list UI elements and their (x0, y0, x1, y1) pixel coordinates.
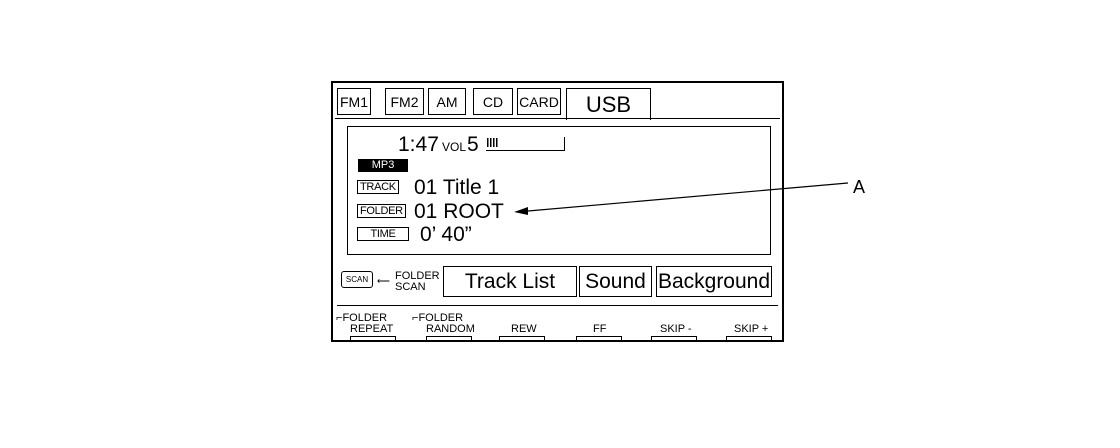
tab-fm1[interactable]: FM1 (337, 88, 371, 115)
volume-level-marks (487, 138, 498, 147)
skip-plus-button[interactable]: SKIP + (726, 324, 772, 341)
folder-value: 01 ROOT (414, 200, 504, 223)
tab-cd[interactable]: CD (473, 88, 513, 115)
folder-scan-label: FOLDER SCAN (395, 271, 440, 293)
volume-bar (486, 137, 565, 151)
track-value: 01 Title 1 (414, 176, 500, 199)
tab-label: FM1 (340, 93, 368, 110)
tab-label: FM2 (390, 93, 419, 110)
tab-fm2[interactable]: FM2 (385, 88, 424, 115)
hold-arrow-icon: ⌐ (336, 312, 343, 324)
hw-bar (350, 336, 396, 341)
hw-line1-text: FOLDER (418, 312, 464, 324)
clock: 1:47 (398, 133, 439, 156)
rew-button[interactable]: REW (499, 324, 545, 341)
volume-level-mark (487, 138, 489, 147)
hw-bar (726, 336, 772, 341)
volume-level-mark (490, 138, 492, 147)
track-tag: TRACK (357, 180, 399, 194)
volume-value: 5 (467, 133, 479, 156)
hw-label: FF (593, 323, 607, 335)
control-divider (337, 305, 778, 306)
hold-arrow-icon: ⌐ (412, 312, 419, 324)
hw-line1: ⌐FOLDER (336, 313, 396, 324)
hw-bar (499, 336, 545, 341)
folder-scan-line1: FOLDER (395, 270, 440, 282)
tab-usb[interactable]: USB (566, 88, 651, 120)
scan-label: SCAN (345, 275, 369, 284)
ff-button[interactable]: FF (576, 324, 622, 341)
track-list-label: Track List (464, 269, 556, 293)
hold-arrow-icon: ⟵ (377, 276, 390, 286)
tab-label: USB (585, 91, 632, 117)
hw-line2: REPEAT (350, 323, 394, 335)
folder-random-button[interactable]: ⌐FOLDER RANDOM (412, 313, 475, 341)
track-list-button[interactable]: Track List (443, 266, 577, 297)
hw-label: SKIP - (660, 323, 692, 335)
hw-bar (426, 336, 472, 341)
callout-label: A (853, 177, 866, 197)
volume-level-mark (496, 138, 498, 147)
background-label: Background (657, 269, 771, 293)
sound-label: Sound (585, 269, 646, 293)
time-tag: TIME (357, 227, 409, 241)
tab-label: AM (436, 93, 458, 110)
time-value: 0’ 40” (420, 223, 472, 246)
hw-line2: RANDOM (426, 323, 475, 335)
hw-line1-text: FOLDER (342, 312, 388, 324)
hw-bar (651, 336, 697, 341)
hw-label: REW (511, 323, 537, 335)
volume-label: VOL (442, 140, 467, 154)
hw-bar (576, 336, 622, 341)
background-button[interactable]: Background (656, 266, 772, 297)
tab-label: CD (482, 93, 504, 110)
tab-divider (335, 118, 780, 119)
hw-label: SKIP + (734, 323, 769, 335)
tab-am[interactable]: AM (428, 88, 466, 115)
tab-label: CARD (519, 93, 559, 110)
radio-screen-frame: FM1 FM2 AM CD CARD USB 1:47 VOL 5 MP3 TR… (331, 81, 784, 342)
scan-button[interactable]: SCAN (341, 271, 373, 288)
sound-button[interactable]: Sound (579, 266, 652, 297)
tab-card[interactable]: CARD (517, 88, 561, 115)
folder-repeat-button[interactable]: ⌐FOLDER REPEAT (336, 313, 396, 341)
folder-scan-line2: SCAN (395, 281, 426, 293)
skip-minus-button[interactable]: SKIP - (651, 324, 697, 341)
hw-line1: ⌐FOLDER (412, 313, 475, 324)
info-display: 1:47 VOL 5 MP3 TRACK 01 Title 1 FOLDER 0… (347, 126, 771, 255)
volume-level-mark (493, 138, 495, 147)
format-badge: MP3 (358, 159, 408, 172)
folder-tag: FOLDER (357, 204, 406, 218)
